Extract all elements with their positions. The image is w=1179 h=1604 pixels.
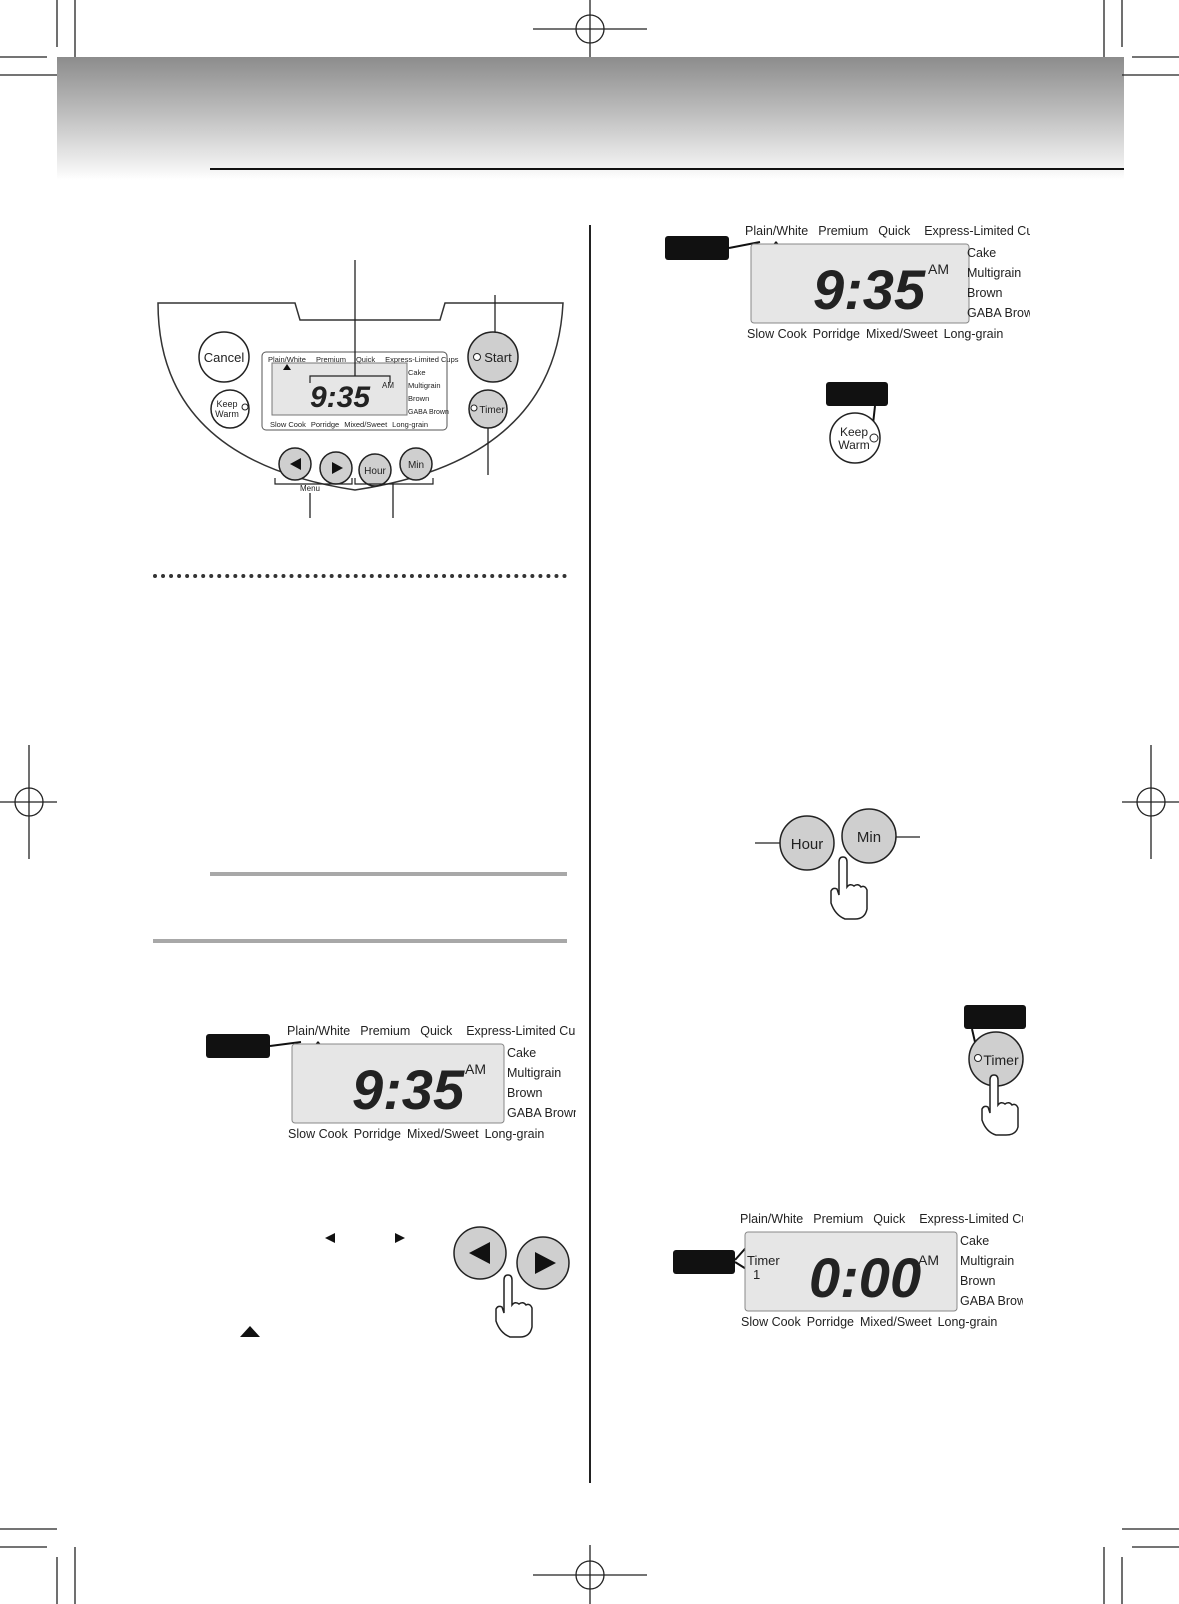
column-divider	[589, 225, 591, 1483]
timer-display-ampm: AM	[918, 1252, 939, 1268]
inline-triangle	[240, 1326, 260, 1337]
triangle-up-icon	[283, 364, 291, 370]
panel-lcd-side-label: Brown	[408, 394, 429, 403]
display-side-label: Brown	[967, 286, 1002, 300]
panel-lcd-side-label: Multigrain	[408, 381, 441, 390]
dotted-divider	[153, 574, 567, 578]
menu-arrows-diagram	[453, 1226, 570, 1338]
arrow-left-icon	[290, 458, 301, 470]
pointing-hand-icon	[981, 1074, 1019, 1136]
timer-label: Timer	[747, 1253, 780, 1268]
svg-text:Warm: Warm	[838, 438, 870, 452]
start-button[interactable]: Start	[467, 331, 519, 383]
display-side-label: GABA Brown	[967, 306, 1030, 320]
callout-box	[665, 236, 729, 260]
cancel-button[interactable]: Cancel	[198, 331, 250, 383]
svg-text:Keep: Keep	[840, 425, 868, 439]
display-side-label: Multigrain	[507, 1066, 561, 1080]
keep-warm-diagram: Keep Warm	[826, 382, 888, 464]
menu-right-button[interactable]	[319, 451, 353, 485]
svg-text:Cancel: Cancel	[204, 350, 245, 365]
timer-display-side-label: Multigrain	[960, 1254, 1014, 1268]
section-rule	[210, 872, 567, 876]
menu-label: Menu	[300, 484, 320, 493]
hour-button[interactable]: Hour	[358, 453, 392, 487]
min-button[interactable]: Min	[841, 808, 897, 864]
display-ampm: AM	[928, 261, 949, 277]
display-ampm: AM	[465, 1061, 486, 1077]
keep-warm-button[interactable]: Keep Warm	[210, 389, 250, 429]
arrow-right-icon	[535, 1252, 556, 1274]
display-side-label: Multigrain	[967, 266, 1021, 280]
menu-right-button[interactable]	[516, 1236, 570, 1290]
display-side-label: Brown	[507, 1086, 542, 1100]
pointing-hand-icon	[495, 1274, 533, 1338]
callout-box	[826, 382, 888, 406]
callout-box	[206, 1034, 270, 1058]
svg-text:Keep: Keep	[216, 399, 237, 409]
section-rule	[153, 939, 567, 943]
timer-display-side-label: Cake	[960, 1234, 989, 1248]
svg-text:Min: Min	[408, 460, 424, 471]
keep-warm-button[interactable]: Keep Warm	[829, 412, 881, 464]
timer-button[interactable]: Timer	[968, 1031, 1024, 1087]
hour-button[interactable]: Hour	[779, 815, 835, 871]
timer-button[interactable]: Timer	[468, 389, 508, 429]
triangle-up-icon	[240, 1326, 260, 1337]
header-band	[57, 57, 1124, 180]
display-side-label: Cake	[507, 1046, 536, 1060]
timer-display-side-label: GABA Brown	[960, 1294, 1023, 1308]
hour-min-diagram: Hour Min	[755, 808, 920, 920]
display-side-label: Cake	[967, 246, 996, 260]
svg-text:Warm: Warm	[215, 409, 239, 419]
min-button[interactable]: Min	[399, 447, 433, 481]
svg-text:Hour: Hour	[364, 466, 386, 477]
svg-text:Timer: Timer	[479, 405, 505, 416]
timer-number: 1	[753, 1267, 760, 1282]
pointing-hand-icon	[830, 856, 868, 920]
panel-lcd-side-label: Cake	[408, 368, 426, 377]
panel-lcd-time: 9:35	[310, 381, 371, 414]
svg-text:Hour: Hour	[791, 836, 824, 853]
svg-text:Start: Start	[484, 350, 512, 365]
arrow-left-icon	[469, 1242, 490, 1264]
arrow-right-icon	[395, 1233, 405, 1243]
timer-display-time: 0:00	[809, 1246, 921, 1309]
panel-lcd-side-label: GABA Brown	[408, 409, 449, 416]
menu-left-button[interactable]	[453, 1226, 507, 1280]
timer-display-side-label: Brown	[960, 1274, 995, 1288]
arrow-right-icon	[332, 462, 343, 474]
inline-arrow-icons	[325, 1233, 405, 1243]
timer-diagram: Timer	[964, 1005, 1026, 1136]
svg-text:Min: Min	[857, 829, 881, 846]
display-time: 9:35	[352, 1058, 465, 1121]
header-rule	[210, 168, 1124, 170]
display-time: 9:35	[813, 258, 926, 321]
arrow-left-icon	[325, 1233, 335, 1243]
callout-box	[673, 1250, 735, 1274]
svg-text:Timer: Timer	[983, 1052, 1019, 1068]
display-side-label: GABA Brown	[507, 1106, 576, 1120]
panel-lcd-ampm: AM	[382, 381, 394, 390]
menu-left-button[interactable]	[278, 447, 312, 481]
callout-box	[964, 1005, 1026, 1029]
